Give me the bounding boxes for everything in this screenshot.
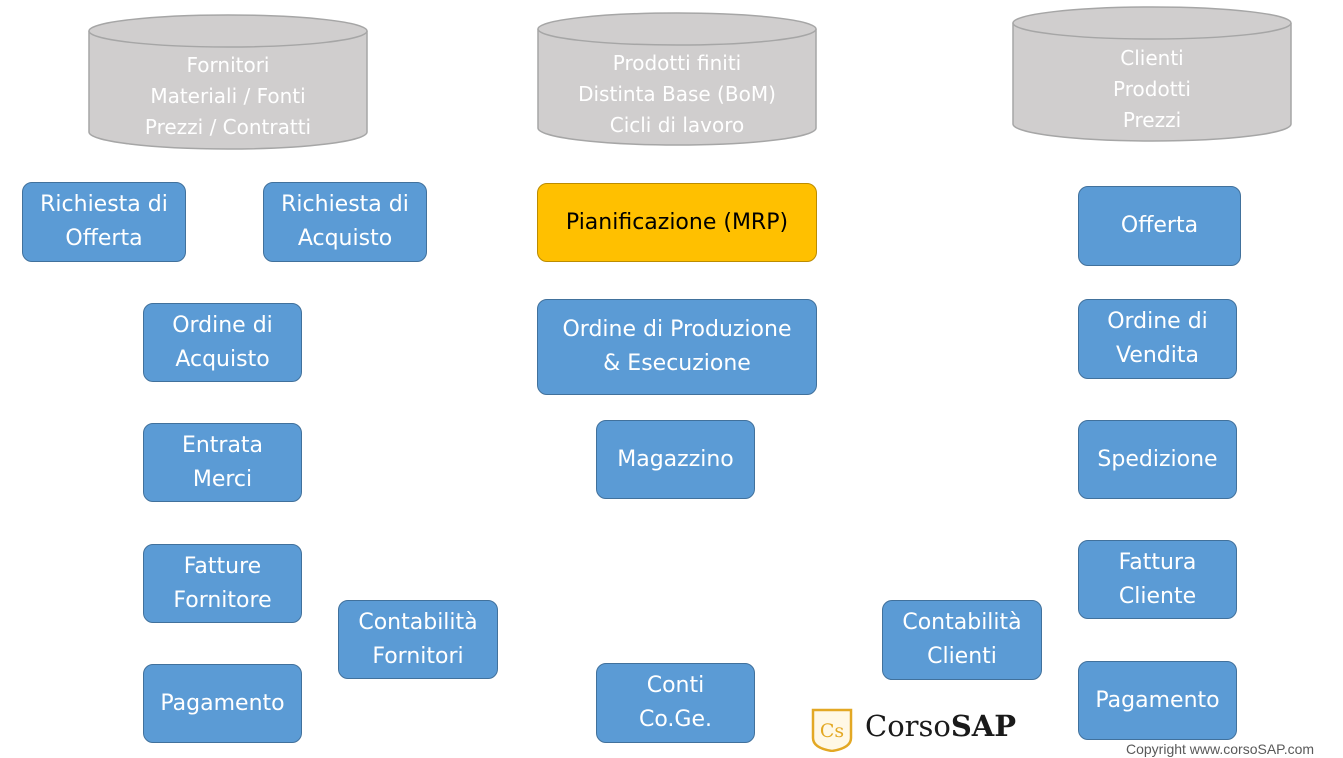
box-line: Contabilità — [902, 610, 1022, 635]
database-line: Fornitori — [186, 53, 270, 77]
box-line: Richiesta di — [40, 192, 168, 217]
products-database: Prodotti finiti Distinta Base (BoM) Cicl… — [537, 12, 817, 146]
box-line: Offerta — [1120, 213, 1199, 238]
gl-accounts-box: Conti Co.Ge. — [596, 663, 755, 743]
database-line: Prodotti — [1113, 77, 1191, 101]
box-line: Co.Ge. — [638, 707, 712, 732]
database-line: Cicli di lavoro — [609, 113, 745, 137]
box-line: Acquisto — [297, 226, 393, 251]
database-cylinder-icon — [537, 12, 817, 146]
purchase-request-box: Richiesta di Acquisto — [263, 182, 427, 262]
box-line: Pagamento — [1095, 687, 1220, 713]
box-line: Magazzino — [617, 446, 734, 472]
database-line: Prezzi — [1122, 108, 1182, 132]
customer-payment-box: Pagamento — [1078, 661, 1237, 740]
quotation-box: Offerta — [1078, 186, 1241, 266]
sales-order-box: Ordine di Vendita — [1078, 299, 1237, 379]
box-line: Spedizione — [1097, 446, 1218, 472]
box-line: Cliente — [1118, 583, 1197, 609]
vendor-invoice-box: Fatture Fornitore — [143, 544, 302, 623]
box-line: Pagamento — [160, 690, 285, 716]
box-line: Ordine di — [1107, 309, 1208, 334]
logo-wordmark: CorsoSAP — [865, 709, 1016, 743]
box-line: Entrata — [181, 432, 264, 458]
box-line: Vendita — [1115, 343, 1199, 368]
database-line: Distinta Base (BoM) — [578, 82, 776, 106]
production-order-box: Ordine di Produzione & Esecuzione — [537, 299, 817, 395]
box-line: Conti — [646, 673, 705, 698]
box-line: Fornitori — [372, 643, 464, 669]
shipping-box: Spedizione — [1078, 420, 1237, 499]
box-line: Fornitore — [173, 587, 272, 613]
box-line: Fattura — [1118, 549, 1197, 575]
accounts-receivable-box: Contabilità Clienti — [882, 600, 1042, 680]
copyright-text: Copyright www.corsoSAP.com — [1126, 741, 1315, 757]
box-line: Clienti — [927, 644, 997, 669]
database-line: Prezzi / Contratti — [144, 115, 312, 139]
box-line: Richiesta di — [281, 192, 409, 217]
shield-logo-icon: Cs — [811, 708, 853, 752]
corsosap-logo: Cs CorsoSAP — [811, 706, 1016, 754]
customer-invoice-box: Fattura Cliente — [1078, 540, 1237, 619]
purchase-order-box: Ordine di Acquisto — [143, 303, 302, 382]
box-line: Contabilità — [358, 609, 478, 635]
box-line: Acquisto — [175, 346, 270, 372]
vendor-payment-box: Pagamento — [143, 664, 302, 743]
database-cylinder-icon — [1012, 6, 1292, 142]
box-line: & Esecuzione — [603, 351, 751, 376]
logo-mark-text: Cs — [820, 720, 844, 742]
database-cylinder-icon — [88, 14, 368, 150]
database-line: Prodotti finiti — [612, 51, 742, 75]
box-line: Merci — [192, 466, 253, 492]
logo-suffix: SAP — [950, 709, 1017, 743]
database-line: Clienti — [1120, 46, 1184, 70]
mrp-box: Pianificazione (MRP) — [537, 183, 817, 262]
suppliers-database: Fornitori Materiali / Fonti Prezzi / Con… — [88, 14, 368, 150]
box-line: Ordine di — [172, 312, 273, 338]
box-line: Fatture — [183, 553, 262, 579]
goods-receipt-box: Entrata Merci — [143, 423, 302, 502]
customers-database: Clienti Prodotti Prezzi — [1012, 6, 1292, 142]
logo-prefix: Corso — [865, 709, 951, 743]
warehouse-box: Magazzino — [596, 420, 755, 499]
rfq-box: Richiesta di Offerta — [22, 182, 186, 262]
box-line: Offerta — [65, 226, 143, 251]
box-line: Pianificazione (MRP) — [565, 209, 789, 235]
database-line: Materiali / Fonti — [150, 84, 306, 108]
box-line: Ordine di Produzione — [562, 317, 792, 342]
accounts-payable-box: Contabilità Fornitori — [338, 600, 498, 679]
